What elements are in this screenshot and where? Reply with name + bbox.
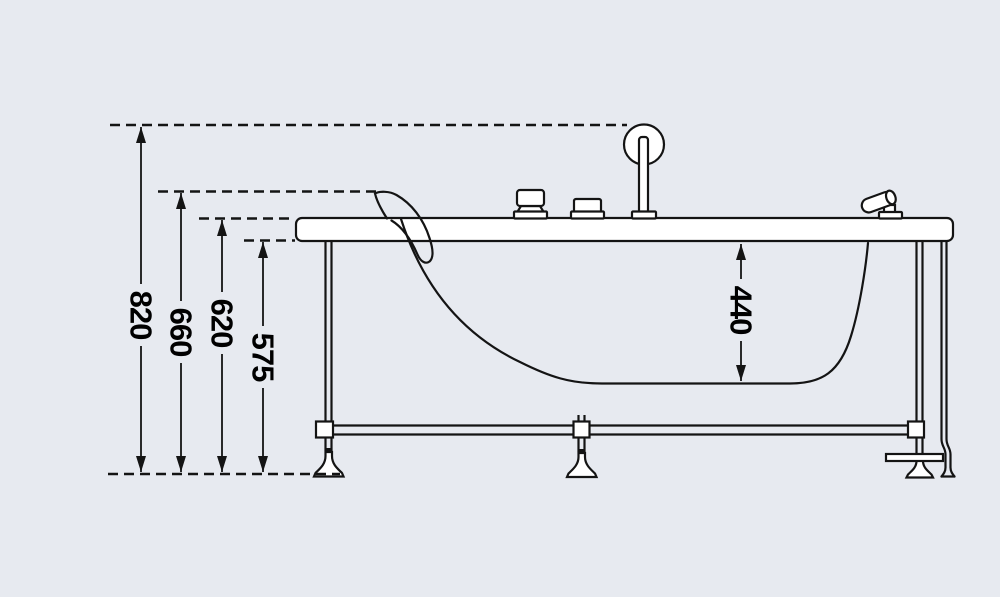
middle-leg-foot — [565, 451, 599, 479]
arrow-up-icon — [217, 220, 227, 236]
arrow-down-icon — [176, 456, 186, 472]
arrow-up-icon — [258, 242, 268, 258]
shower-column — [622, 123, 666, 220]
right-leg — [904, 240, 935, 479]
spout — [569, 197, 606, 220]
mixer-knob — [512, 188, 549, 220]
interior-depth-label: 440 — [724, 286, 759, 335]
support-frame — [312, 238, 956, 479]
rail-left-bracket — [314, 420, 335, 439]
dimension-headrest-height: 660 — [164, 193, 199, 472]
headrest-height-label: 660 — [164, 308, 199, 357]
bathtub — [294, 190, 955, 385]
dimension-annotations: 820 660 620 575 — [124, 127, 759, 472]
right-leg-foot — [904, 456, 935, 479]
shower-rod-base — [630, 210, 658, 220]
dimension-skirt-height: 575 — [246, 242, 281, 472]
rail-right-bracket — [906, 420, 926, 439]
tub-bowl — [399, 217, 870, 385]
skirt-height-label: 575 — [246, 333, 281, 382]
hand-lever — [860, 189, 904, 220]
dimension-rim-height: 620 — [205, 220, 240, 472]
rim-height-label: 620 — [205, 299, 240, 348]
left-leg-foot — [312, 450, 346, 478]
headrest — [373, 190, 434, 264]
overall-height-label: 820 — [124, 291, 159, 340]
dimension-overall-height: 820 — [124, 127, 159, 472]
arrow-up-icon — [176, 193, 186, 209]
arrow-down-icon — [736, 365, 746, 381]
frame-rail — [314, 420, 926, 439]
arrow-up-icon — [136, 127, 146, 143]
arrow-up-icon — [736, 244, 746, 260]
right-side-panel — [940, 238, 956, 478]
lever-end-cap — [884, 189, 897, 206]
tub-rim — [294, 216, 955, 243]
arrow-down-icon — [217, 456, 227, 472]
shower-rod — [637, 135, 650, 215]
deck-fixtures — [512, 123, 904, 220]
dimension-interior-depth: 440 — [724, 244, 759, 381]
arrow-down-icon — [258, 456, 268, 472]
rail-middle-bracket — [572, 420, 591, 439]
right-bracket-bar — [884, 452, 945, 463]
left-leg — [312, 240, 346, 478]
reference-lines — [108, 123, 627, 476]
lever-base — [877, 210, 904, 220]
arrow-down-icon — [136, 456, 146, 472]
